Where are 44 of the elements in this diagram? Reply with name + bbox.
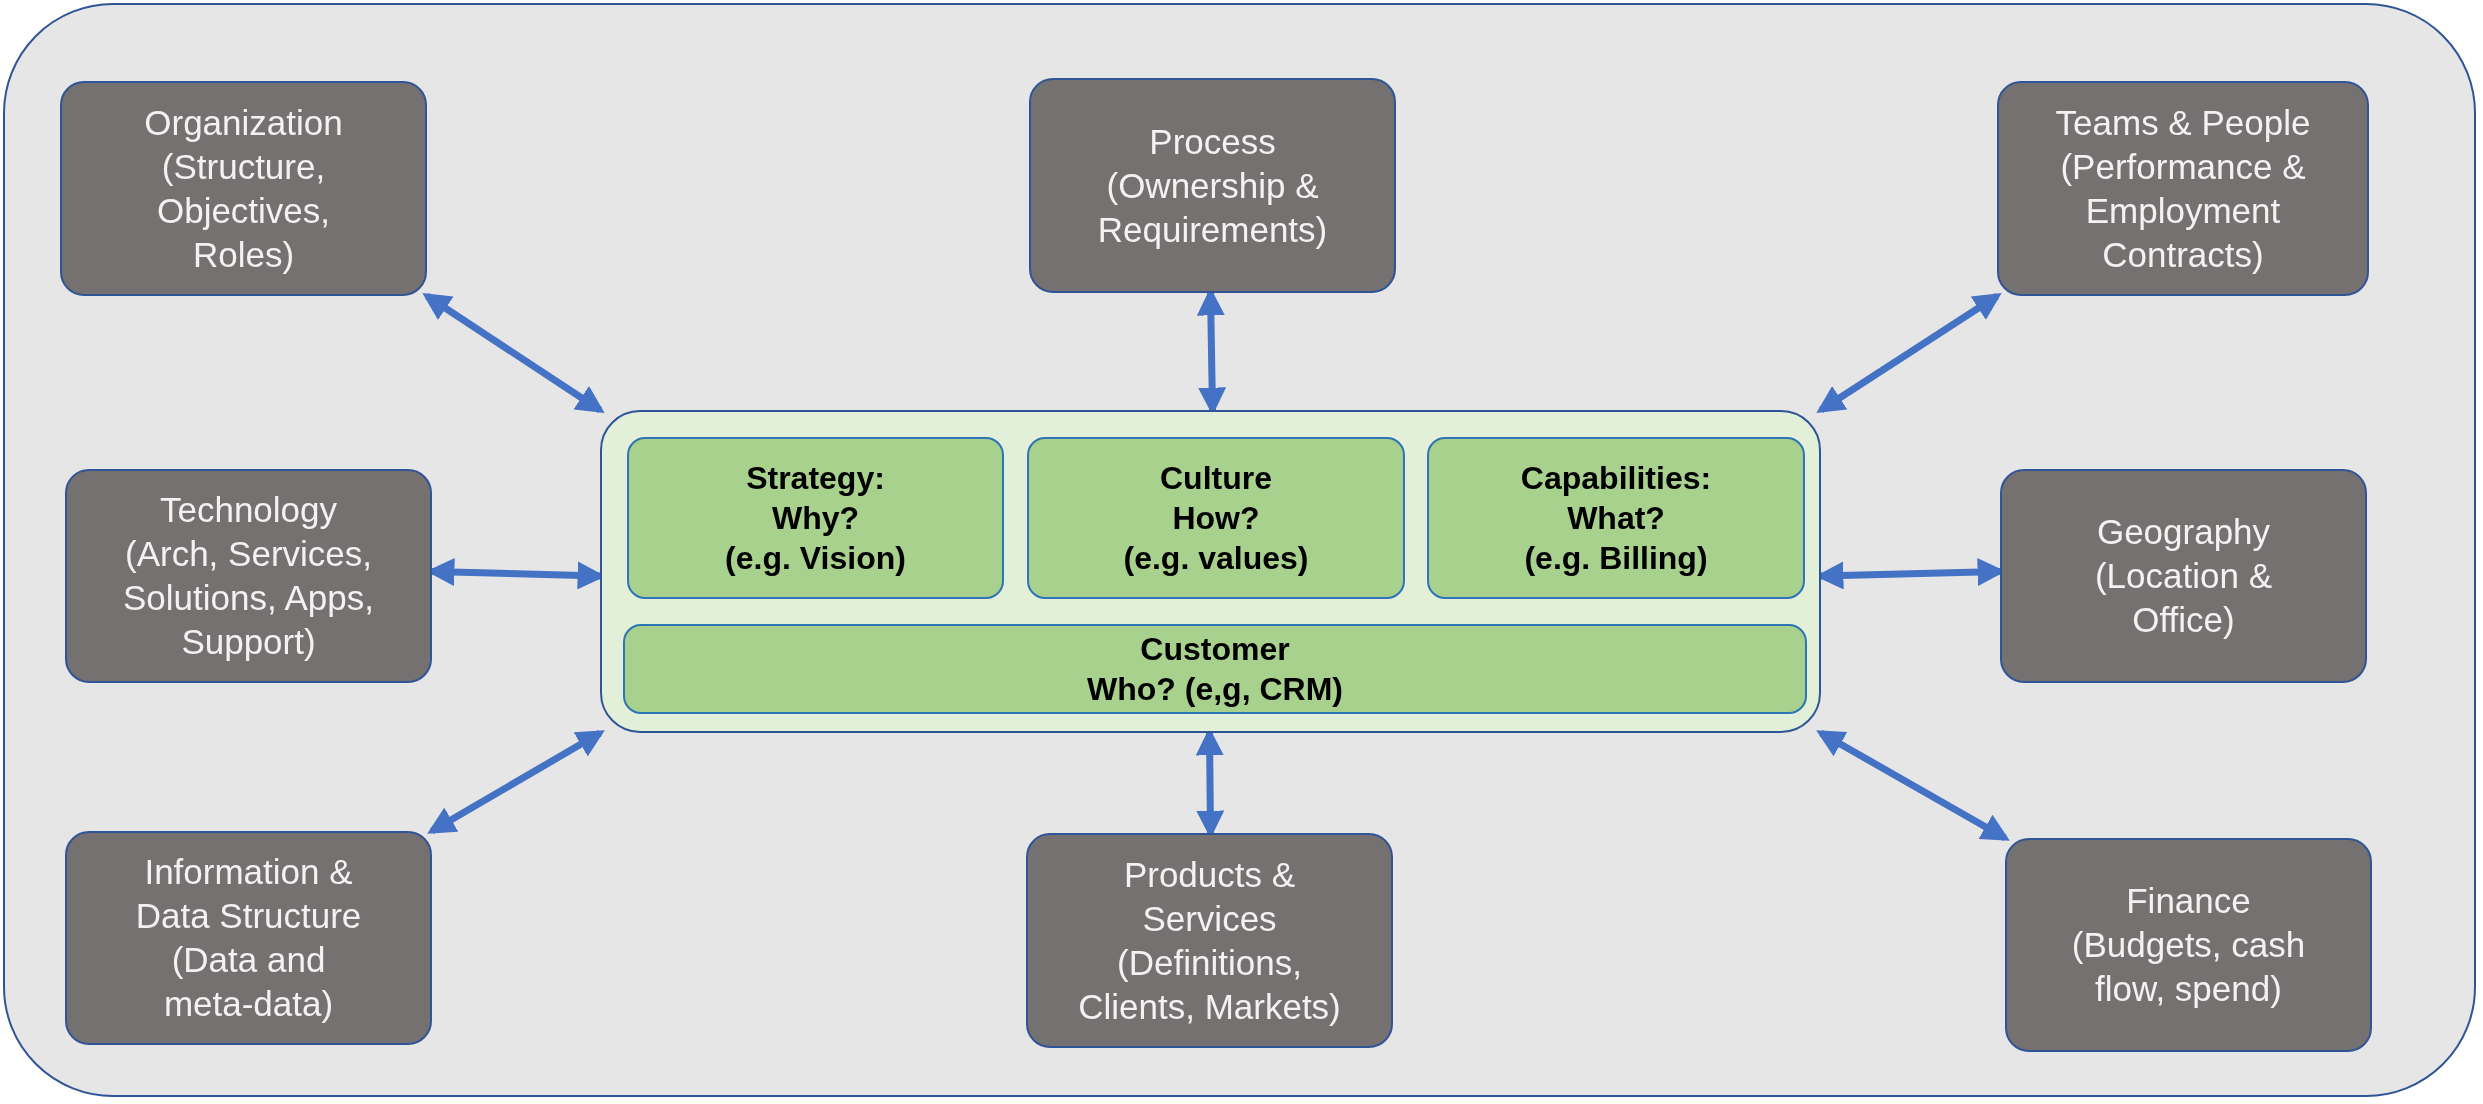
box-title: Customer bbox=[1140, 630, 1290, 669]
box-text: (Budgets, cash flow, spend) bbox=[2070, 924, 2307, 1010]
box-text: (Location & Office) bbox=[2093, 555, 2274, 641]
topic-box bbox=[1029, 78, 1396, 293]
box-title: Geography bbox=[2096, 511, 2271, 553]
box-title: Information & Data Structure bbox=[134, 851, 363, 937]
box-title: Organization bbox=[144, 101, 343, 144]
box-text: (Ownership & Requirements) bbox=[1096, 164, 1329, 251]
box-text: What? bbox=[1567, 499, 1665, 538]
box-title: Technology bbox=[159, 489, 338, 531]
box-text: (Arch, Services, Solutions, Apps, Support) bbox=[122, 533, 375, 663]
box-text: (Data and meta-data) bbox=[162, 939, 335, 1025]
box-title: Capabilities: bbox=[1520, 459, 1712, 498]
topic-box bbox=[1026, 833, 1393, 1048]
box-text: Why? bbox=[771, 499, 860, 538]
box-title: Culture bbox=[1160, 459, 1272, 498]
box-title: Finance bbox=[2126, 880, 2251, 922]
box-title: Teams & People bbox=[2055, 101, 2311, 144]
topic-box bbox=[2000, 469, 2367, 683]
topic-box bbox=[623, 624, 1807, 714]
topic-box bbox=[2005, 838, 2372, 1052]
double-arrow bbox=[1816, 729, 2010, 842]
topic-box bbox=[65, 831, 432, 1045]
topic-box bbox=[1997, 81, 2369, 296]
box-title: Strategy: bbox=[746, 459, 885, 498]
double-arrow bbox=[427, 729, 605, 835]
box-title: Products & Services bbox=[1122, 853, 1297, 940]
container-box bbox=[600, 410, 1821, 733]
box-text: (e.g. Vision) bbox=[725, 539, 906, 578]
box-text: (Structure, Objectives, Roles) bbox=[155, 145, 332, 276]
topic-box bbox=[60, 81, 427, 296]
topic-box bbox=[1427, 437, 1805, 599]
box-text: How? bbox=[1172, 499, 1260, 538]
topic-box bbox=[1027, 437, 1405, 599]
topic-box bbox=[65, 469, 432, 683]
box-text: (Definitions, Clients, Markets) bbox=[1077, 941, 1342, 1028]
topic-box bbox=[627, 437, 1004, 599]
double-arrow bbox=[422, 292, 605, 414]
box-text: (e.g. Billing) bbox=[1524, 539, 1708, 578]
double-arrow bbox=[1816, 292, 2002, 414]
box-text: Who? (e,g, CRM) bbox=[1087, 670, 1343, 709]
box-text: (Performance & Employment Contracts) bbox=[2059, 145, 2307, 276]
box-title: Process bbox=[1149, 120, 1276, 163]
box-text: (e.g. values) bbox=[1123, 539, 1309, 578]
